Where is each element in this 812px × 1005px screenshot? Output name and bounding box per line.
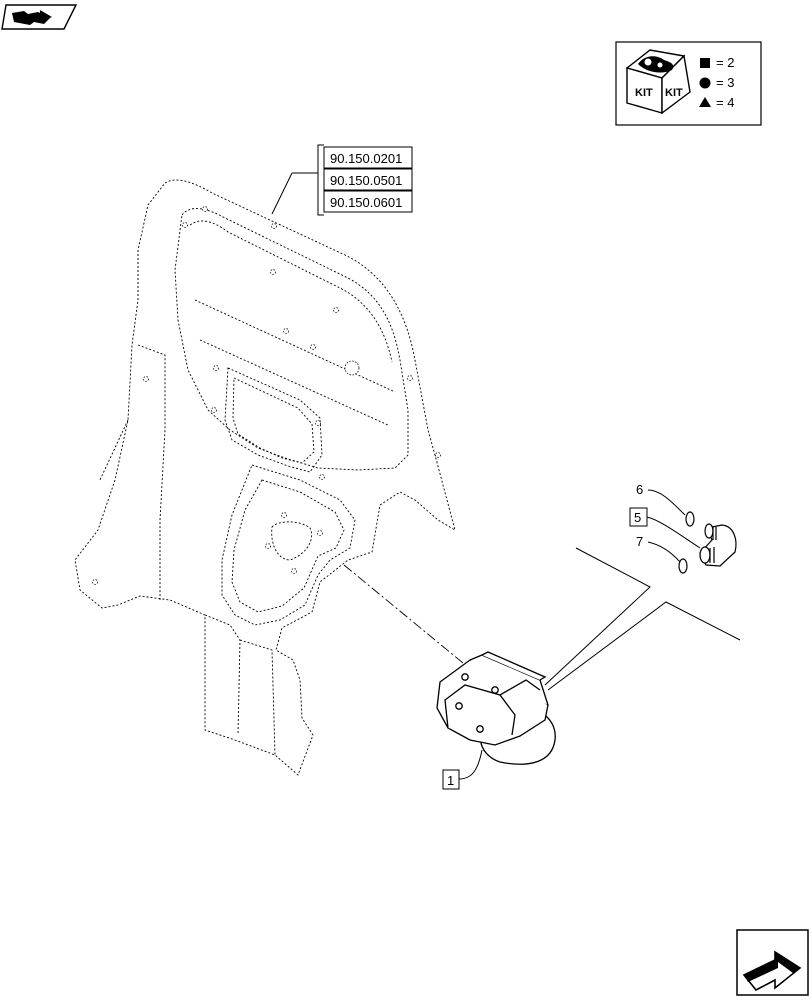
legend-circle-text: = 3 — [716, 75, 734, 90]
reference-box-2[interactable]: 90.150.0501 — [323, 168, 413, 191]
legend-row-triangle: = 4 — [699, 95, 734, 110]
reference-label-1: 90.150.0201 — [330, 151, 402, 166]
part-1-body[interactable] — [436, 651, 556, 765]
callout-7[interactable]: 7 — [636, 534, 681, 563]
callout-1-label: 1 — [447, 773, 454, 788]
triangle-icon — [699, 97, 711, 107]
part-5-elbow-fitting[interactable] — [699, 523, 737, 567]
callout-6-label: 6 — [636, 482, 643, 497]
kit-legend: KIT KIT = 2 = 3 = 4 — [615, 41, 762, 126]
circle-icon — [699, 77, 711, 89]
callout-5[interactable]: 5 — [629, 507, 701, 549]
callout-6[interactable]: 6 — [636, 482, 686, 516]
reference-label-3: 90.150.0601 — [330, 195, 402, 210]
part-7-o-ring[interactable] — [678, 558, 688, 574]
legend-square-text: = 2 — [716, 55, 734, 70]
kit-label-left: KIT — [635, 87, 653, 99]
square-icon — [700, 58, 710, 68]
panel-holes — [92, 206, 441, 585]
kit-box-icon: KIT KIT — [625, 49, 691, 115]
next-page-arrow-icon[interactable] — [736, 929, 809, 996]
reference-group: 90.150.0201 90.150.0501 90.150.0601 — [271, 144, 413, 216]
panel-frame — [74, 179, 456, 776]
reference-label-2: 90.150.0501 — [330, 173, 402, 188]
part-6-o-ring[interactable] — [685, 511, 695, 527]
callout-7-label: 7 — [636, 534, 643, 549]
reference-box-1[interactable]: 90.150.0201 — [323, 146, 413, 169]
assembly-centerline — [343, 564, 464, 664]
back-arrow-icon[interactable] — [1, 4, 78, 30]
kit-label-right: KIT — [665, 87, 683, 99]
callout-5-label: 5 — [634, 510, 641, 525]
explode-lines — [544, 547, 741, 691]
legend-triangle-text: = 4 — [716, 95, 734, 110]
callout-1[interactable]: 1 — [442, 749, 483, 790]
legend-row-square: = 2 — [700, 55, 734, 70]
legend-row-circle: = 3 — [699, 75, 734, 90]
reference-box-3[interactable]: 90.150.0601 — [323, 190, 413, 213]
